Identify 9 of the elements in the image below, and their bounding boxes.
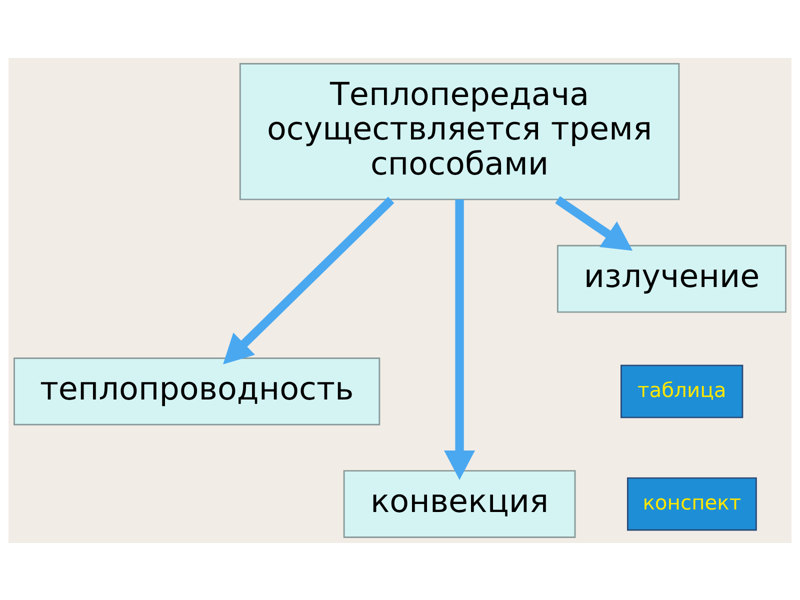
arrow bbox=[444, 199, 476, 480]
node-box: конвекция bbox=[343, 470, 576, 538]
arrow bbox=[555, 196, 633, 250]
node-box: теплопроводность bbox=[14, 357, 380, 425]
node-box: конспект bbox=[626, 476, 757, 530]
arrow bbox=[223, 196, 394, 364]
node-box: излучение bbox=[556, 244, 786, 312]
node-box: Теплопередача осуществляется тремя способами bbox=[239, 62, 680, 200]
node-box: таблица bbox=[620, 364, 744, 418]
